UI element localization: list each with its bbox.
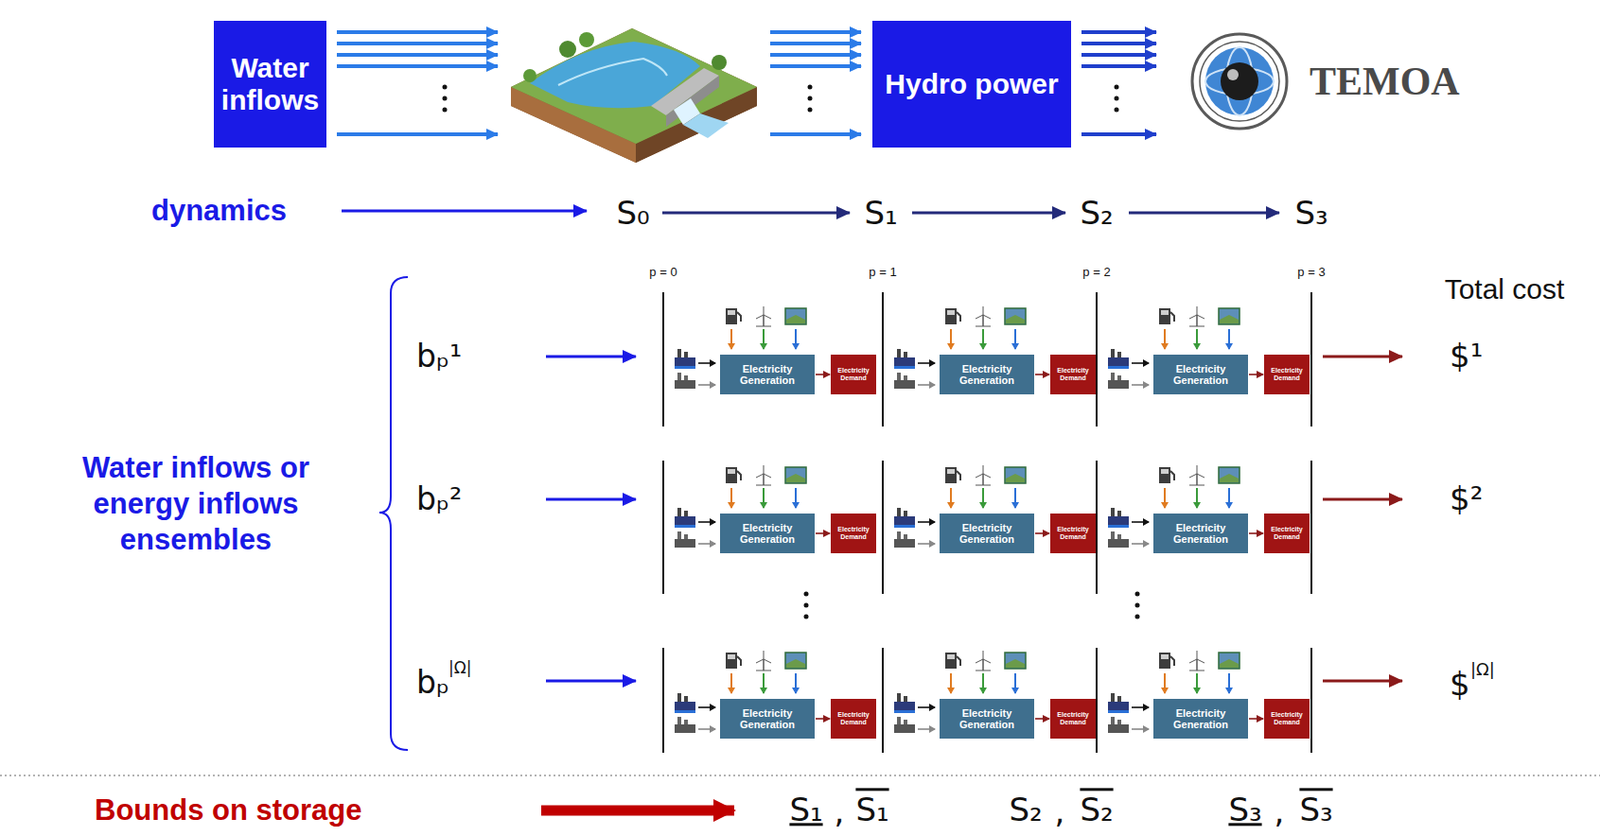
node-text: Electricity Generation (942, 522, 1032, 546)
node-text: Electricity Demand (1265, 711, 1308, 727)
generation-box: Electricity Generation (720, 354, 815, 395)
generation-box: Electricity Generation (720, 513, 815, 554)
node-text: Electricity Generation (722, 522, 812, 546)
flow-arrow (1248, 718, 1264, 721)
period-label: p = 0 (649, 265, 677, 280)
scenario-label: bₚ² (416, 482, 462, 517)
demand-box: Electricity Demand (1264, 354, 1310, 395)
node-text: Electricity Generation (722, 363, 812, 387)
node-text: Electricity Demand (832, 526, 875, 542)
logo-text: TEMOA (1309, 59, 1460, 104)
demand-box: Electricity Demand (1050, 513, 1096, 554)
state-label: S₂ (1079, 195, 1113, 231)
cost-index: |Ω| (1470, 660, 1495, 680)
scenario-label: bₚ¹ (416, 339, 462, 374)
node-text: Electricity Generation (942, 707, 1032, 732)
node-text: Hydro power (884, 68, 1058, 101)
period-label: p = 2 (1082, 265, 1110, 280)
node-text: Electricity Generation (1156, 522, 1246, 546)
node-text: Electricity Demand (1265, 526, 1308, 542)
node-text: Electricity Generation (1156, 707, 1246, 732)
demand-box: Electricity Demand (830, 699, 877, 739)
node-text: Electricity Demand (1052, 526, 1094, 542)
node-text: Electricity Generation (1156, 363, 1246, 387)
state-label: S₃ (1294, 195, 1328, 231)
cost-label: $² (1449, 481, 1483, 517)
row-title: dynamics (151, 194, 287, 228)
node-text: Electricity Demand (1052, 711, 1094, 727)
upper-bound: S₃ (1299, 792, 1333, 828)
lower-bound: S₂ (1008, 792, 1042, 828)
period-label: p = 3 (1297, 265, 1325, 280)
flow-arrow (1035, 373, 1050, 376)
node-text: Water inflows (219, 52, 321, 116)
node-text: Electricity Demand (1052, 367, 1094, 383)
node-text: Electricity Generation (722, 707, 812, 732)
flow-arrow (1248, 532, 1264, 535)
row-title: Bounds on storage (94, 794, 362, 827)
flow-arrow (815, 532, 830, 535)
state-label: S₁ (863, 195, 897, 231)
period-label: p = 1 (868, 265, 897, 280)
separator-comma: , (1054, 794, 1066, 830)
group-title: Water inflows or energy inflows ensemble… (33, 450, 359, 558)
separator-comma: , (834, 794, 845, 830)
node-text: Electricity Generation (942, 363, 1032, 387)
state-label: S₀ (615, 195, 650, 231)
demand-box: Electricity Demand (1264, 513, 1310, 554)
input-box: Water inflows (213, 20, 327, 148)
node-text: Electricity Demand (832, 711, 875, 727)
scenario-label: bₚ (416, 666, 450, 701)
demand-box: Electricity Demand (1050, 354, 1096, 395)
flow-arrow (1035, 718, 1050, 721)
generation-box: Electricity Generation (939, 699, 1035, 739)
generation-box: Electricity Generation (1153, 513, 1249, 554)
column-title: Total cost (1444, 273, 1565, 305)
flow-arrow (1248, 373, 1264, 376)
generation-box: Electricity Generation (1153, 354, 1249, 395)
upper-bound: S₁ (855, 792, 889, 828)
flow-arrow (815, 718, 830, 721)
demand-box: Electricity Demand (830, 513, 877, 554)
generation-box: Electricity Generation (1153, 699, 1249, 739)
generation-box: Electricity Generation (720, 699, 815, 739)
separator-comma: , (1274, 794, 1285, 830)
generation-box: Electricity Generation (939, 513, 1035, 554)
flow-arrow (1035, 532, 1050, 535)
cost-label: $ (1449, 667, 1471, 703)
generation-box: Electricity Generation (939, 354, 1035, 395)
demand-box: Electricity Demand (1264, 699, 1310, 739)
process-box: Hydro power (872, 20, 1072, 148)
node-text: Electricity Demand (832, 367, 875, 383)
scenario-index: |Ω| (448, 659, 472, 678)
demand-box: Electricity Demand (830, 354, 877, 395)
lower-bound: S₁ (789, 792, 823, 828)
node-text: Electricity Demand (1265, 367, 1308, 383)
lower-bound: S₃ (1228, 792, 1262, 828)
cost-label: $¹ (1449, 338, 1483, 374)
flow-arrow (815, 373, 830, 376)
demand-box: Electricity Demand (1050, 699, 1096, 739)
upper-bound: S₂ (1079, 792, 1113, 828)
